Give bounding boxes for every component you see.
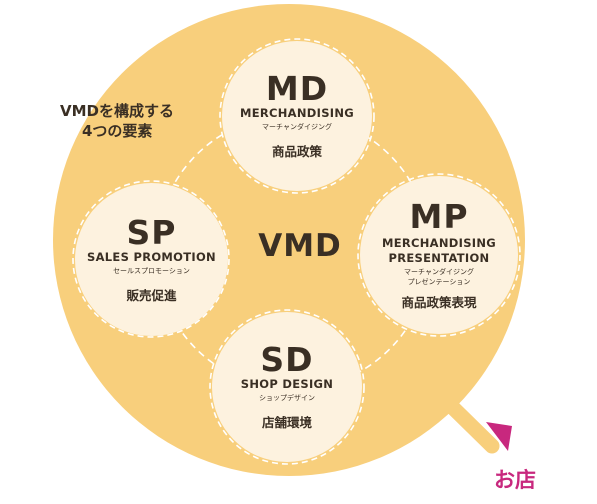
- node-mp-english-line-2: PRESENTATION: [388, 250, 490, 265]
- node-mp-english-line-1: MERCHANDISING: [381, 235, 497, 250]
- node-sp-outline: [72, 180, 230, 338]
- node-sd-english: SHOP DESIGN: [240, 377, 334, 391]
- diagram-caption: VMDを構成する 4つの要素: [60, 101, 230, 141]
- caption-line-1: VMDを構成する: [60, 102, 174, 120]
- node-mp-abbr: MP: [409, 196, 469, 236]
- outer-circle: [53, 4, 525, 476]
- store-label: お店: [494, 468, 536, 492]
- node-sp-abbr: SP: [126, 212, 177, 252]
- node-sp-kana: セールスプロモーション: [113, 266, 190, 275]
- node-md-outline: [219, 38, 375, 194]
- node-sd-japanese: 店舗環境: [261, 415, 312, 430]
- node-md: MD MERCHANDISING マーチャンダイジング 商品政策: [222, 41, 372, 191]
- node-mp-outline: [357, 173, 521, 337]
- node-sd-kana: ショップデザイン: [259, 394, 315, 402]
- node-sp-english: SALES PROMOTION: [87, 249, 216, 264]
- arrow-head: [486, 422, 512, 451]
- node-mp-kana-line-1: マーチャンダイジング: [404, 267, 474, 276]
- node-sd-outline: [209, 309, 365, 465]
- center-label: VMD: [258, 228, 342, 264]
- node-md-japanese: 商品政策: [271, 144, 322, 159]
- node-sp: SP SALES PROMOTION セールスプロモーション 販売促進: [75, 183, 228, 336]
- node-sd: SD SHOP DESIGN ショップデザイン 店舗環境: [212, 312, 362, 462]
- caption-line-2: 4つの要素: [82, 122, 153, 140]
- node-mp-kana-line-2: プレゼンテーション: [407, 277, 471, 286]
- node-md-english: MERCHANDISING: [239, 106, 355, 120]
- node-mp: MP MERCHANDISING PRESENTATION マーチャンダイジング…: [360, 176, 518, 334]
- node-sp-japanese: 販売促進: [126, 287, 177, 303]
- node-md-kana: マーチャンダイジング: [262, 123, 332, 131]
- node-sd-abbr: SD: [260, 340, 314, 379]
- node-mp-japanese: 商品政策表現: [401, 294, 477, 310]
- node-md-abbr: MD: [265, 69, 329, 108]
